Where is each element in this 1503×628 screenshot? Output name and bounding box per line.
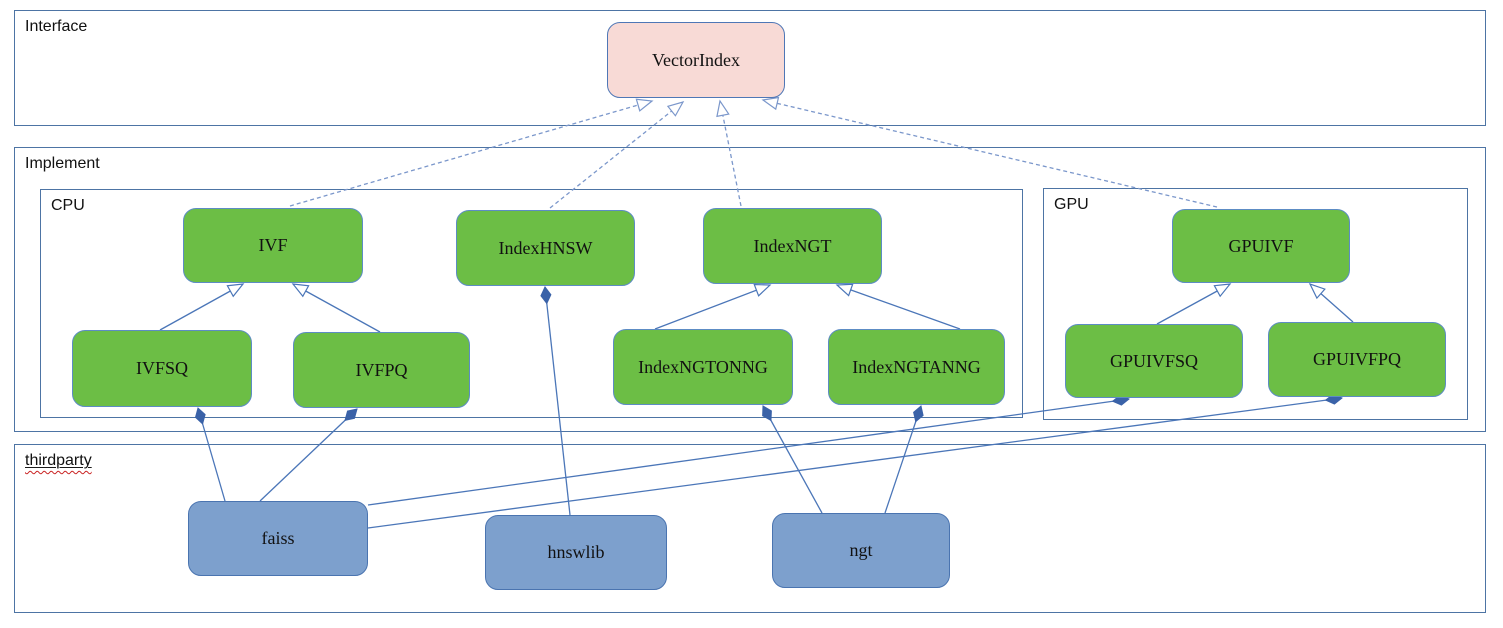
node-ivfsq: IVFSQ: [72, 330, 252, 407]
node-gpuivfsq: GPUIVFSQ: [1065, 324, 1243, 398]
group-interface-label: Interface: [25, 18, 88, 35]
node-vectorindex: VectorIndex: [607, 22, 785, 98]
node-ngt: ngt: [772, 513, 950, 588]
node-indexngtonng: IndexNGTONNG: [613, 329, 793, 405]
node-hnswlib: hnswlib: [485, 515, 667, 590]
node-ivfpq: IVFPQ: [293, 332, 470, 408]
group-interface: Interface: [14, 10, 1486, 126]
node-indexngtanng: IndexNGTANNG: [828, 329, 1005, 405]
group-gpu-label: GPU: [1054, 196, 1089, 213]
group-cpu-label: CPU: [51, 197, 85, 214]
node-indexhnsw: IndexHNSW: [456, 210, 635, 286]
node-indexngt: IndexNGT: [703, 208, 882, 284]
node-gpuivf: GPUIVF: [1172, 209, 1350, 283]
node-gpuivfpq: GPUIVFPQ: [1268, 322, 1446, 397]
node-faiss: faiss: [188, 501, 368, 576]
group-implement-label: Implement: [25, 155, 100, 172]
group-thirdparty-label: thirdparty: [25, 452, 92, 470]
node-ivf: IVF: [183, 208, 363, 283]
group-thirdparty-label-text: thirdparty: [25, 452, 92, 469]
